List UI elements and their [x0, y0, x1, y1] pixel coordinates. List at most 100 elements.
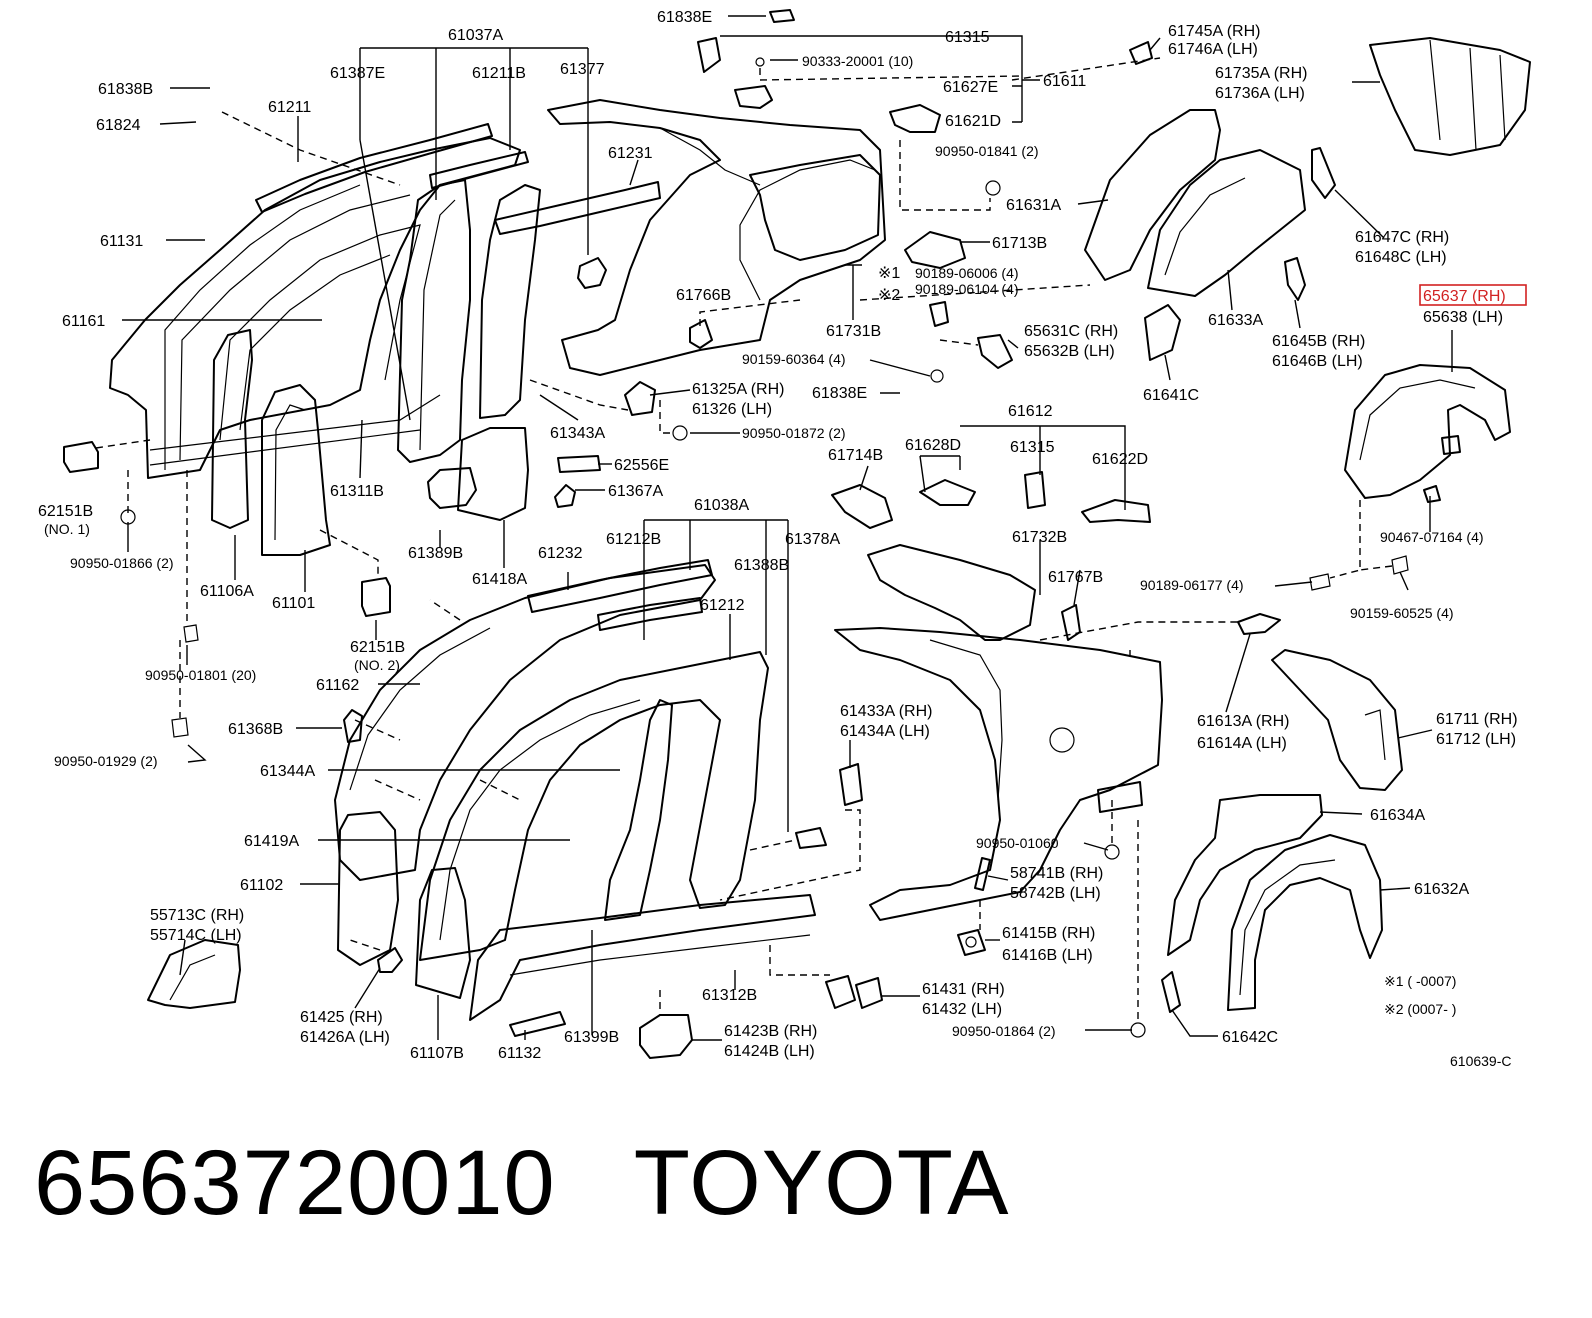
panel-61711	[1271, 649, 1403, 791]
label-62151B-no1: 62151B	[38, 503, 93, 520]
bracket-61622D	[1081, 499, 1151, 523]
label-61746A: 61746A (LH)	[1168, 41, 1258, 58]
bracket-61767B	[1061, 604, 1081, 641]
label-55713C: 55713C (RH)	[150, 907, 244, 924]
label-61315-top: 61315	[945, 29, 990, 46]
wheelhouse-inner-61634A	[1167, 794, 1323, 956]
label-90159-60364: 90159-60364 (4)	[742, 351, 846, 367]
pad-62556E	[557, 455, 601, 473]
bracket-61621D	[889, 104, 941, 133]
label-58741B: 58741B (RH)	[1010, 865, 1103, 882]
strip-58741B	[974, 857, 991, 891]
body-side-outer-upper	[109, 137, 521, 479]
bracket-61766B	[689, 319, 713, 349]
pillar-61344A	[419, 651, 769, 961]
label-90189-06104: 90189-06104 (4)	[915, 281, 1019, 297]
bracket-61645B	[1284, 257, 1306, 301]
parts-diagram: 61037A 61838E 61315 61745A (RH) 61746A (…	[38, 9, 1531, 1069]
pillar-61388B	[604, 699, 673, 921]
pillar-61106A	[211, 329, 253, 529]
quarter-panel-61611	[547, 99, 886, 376]
rail-61212B	[597, 597, 703, 631]
bracket-61378A	[795, 827, 827, 849]
label-61425: 61425 (RH)	[300, 1009, 383, 1026]
wheelhouse-outer-61631A	[1084, 109, 1221, 281]
label-62556E: 62556E	[614, 457, 669, 474]
label-90189-06006: 90189-06006 (4)	[915, 265, 1019, 281]
label-61767B: 61767B	[1048, 569, 1103, 586]
bracket-61431	[825, 975, 883, 1009]
bracket-61389B	[427, 467, 477, 509]
bracket-61838E-top	[697, 9, 795, 73]
quarter-panel-lower	[834, 627, 1163, 921]
clip-90189	[929, 301, 949, 327]
footer-brand: TOYOTA	[633, 1132, 1010, 1234]
label-61102: 61102	[240, 877, 283, 894]
label-61368B: 61368B	[228, 721, 283, 738]
center-pillar-61037A	[397, 179, 541, 463]
bracket-61423B	[639, 1014, 693, 1059]
label-61431: 61431 (RH)	[922, 981, 1005, 998]
label-61423B: 61423B (RH)	[724, 1023, 817, 1040]
part-labels: 61037A 61838E 61315 61745A (RH) 61746A (…	[38, 9, 1527, 1069]
label-61344A: 61344A	[260, 763, 315, 780]
bracket-61628D	[919, 479, 976, 506]
label-61745A: 61745A (RH)	[1168, 23, 1261, 40]
liner-65637	[1344, 364, 1511, 499]
label-61418A: 61418A	[472, 571, 527, 588]
bracket-65631C	[977, 334, 1013, 369]
note-1-range: ※1 ( -0007)	[1384, 973, 1456, 989]
label-61631A: 61631A	[1006, 197, 1061, 214]
note-2-range: ※2 (0007- )	[1384, 1001, 1456, 1017]
label-61107B: 61107B	[410, 1045, 464, 1062]
bracket-61713B	[904, 231, 966, 269]
label-90189-06177: 90189-06177 (4)	[1140, 577, 1244, 593]
label-61642C: 61642C	[1222, 1029, 1278, 1046]
rail-61232	[527, 559, 713, 613]
label-61161: 61161	[62, 313, 105, 330]
label-61641C: 61641C	[1143, 387, 1199, 404]
label-61424B: 61424B (LH)	[724, 1043, 815, 1060]
label-61646B: 61646B (LH)	[1272, 353, 1363, 370]
panel-61735A	[1369, 37, 1531, 156]
body-side-outer-lower	[334, 564, 716, 881]
bracket-61325A	[624, 381, 656, 416]
label-65631C: 65631C (RH)	[1024, 323, 1118, 340]
label-61433A: 61433A (RH)	[840, 703, 933, 720]
label-61426A: 61426A (LH)	[300, 1029, 390, 1046]
footer-part-number: 6563720010	[34, 1132, 556, 1234]
label-61628D: 61628D	[905, 437, 961, 454]
label-61212: 61212	[700, 597, 745, 614]
label-61714B: 61714B	[828, 447, 883, 464]
bracket-61627E	[734, 85, 773, 109]
label-61326: 61326 (LH)	[692, 401, 772, 418]
label-61212B: 61212B	[606, 531, 661, 548]
block-61315-mid	[1024, 471, 1046, 509]
label-61367A: 61367A	[608, 483, 663, 500]
label-no2: (NO. 2)	[354, 657, 400, 673]
label-61132: 61132	[498, 1045, 541, 1062]
note-1-mark: ※1	[878, 265, 900, 282]
panel-61102	[337, 811, 399, 966]
label-61633A: 61633A	[1208, 312, 1263, 329]
wheelhouse-inner-61633A	[1147, 149, 1306, 297]
label-61037A: 61037A	[448, 27, 503, 44]
note-2-mark: ※2	[878, 287, 900, 304]
label-65632B: 65632B (LH)	[1024, 343, 1115, 360]
label-90333-20001: 90333-20001 (10)	[802, 53, 913, 69]
label-61735A: 61735A (RH)	[1215, 65, 1308, 82]
label-90950-01866: 90950-01866 (2)	[70, 555, 174, 571]
label-61434A: 61434A (LH)	[840, 723, 930, 740]
label-61131: 61131	[100, 233, 143, 250]
wheelhouse-outer-61632A	[1227, 834, 1383, 1011]
label-61711: 61711 (RH)	[1436, 711, 1518, 728]
label-61627E: 61627E	[943, 79, 998, 96]
label-55714C: 55714C (LH)	[150, 927, 242, 944]
label-61611: 61611	[1043, 73, 1086, 90]
label-61312B: 61312B	[702, 987, 757, 1004]
label-61838E-mid: 61838E	[812, 385, 867, 402]
label-61766B: 61766B	[676, 287, 731, 304]
clip-61377	[577, 257, 607, 289]
label-61325A: 61325A (RH)	[692, 381, 785, 398]
pillar-61101	[261, 384, 331, 556]
